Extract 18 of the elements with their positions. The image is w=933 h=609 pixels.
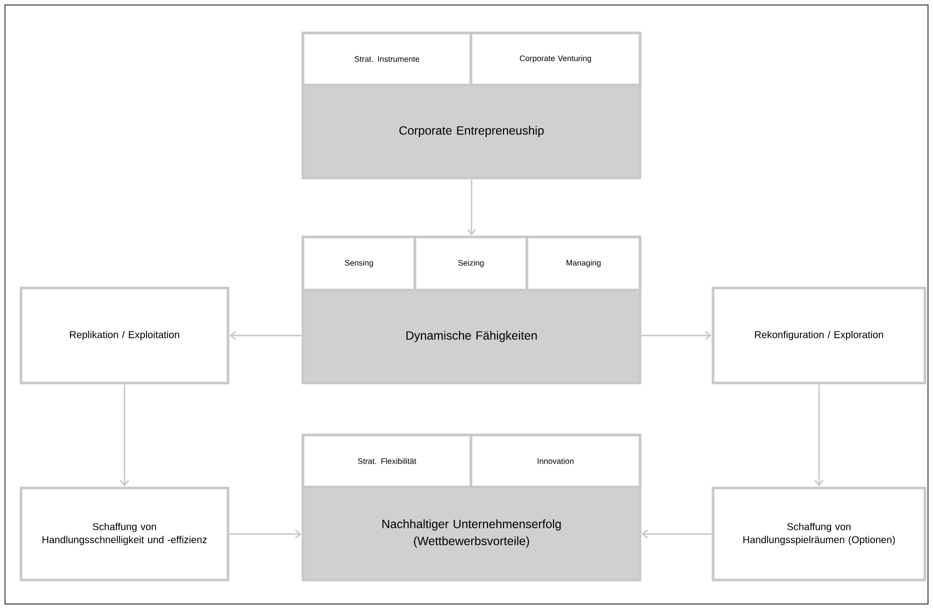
category-cell: Innovation: [470, 434, 642, 488]
arrow: [230, 330, 302, 340]
process-box: Replikation / Exploitation: [20, 286, 230, 384]
process-box: Schaffung von Handlungsspielräumen (Optionen): [712, 486, 926, 582]
arrow: [642, 330, 712, 340]
arrow: [642, 529, 712, 539]
arrow: [230, 529, 302, 539]
category-cell: Sensing: [302, 236, 416, 292]
arrow: [814, 384, 824, 486]
process-box: Schaffung von Handlungsschnelligkeit und -effizienz: [20, 486, 230, 582]
category-cell: Strat. Instrumente: [302, 32, 472, 86]
arrow: [466, 180, 476, 236]
category-cell: Seizing: [414, 236, 528, 292]
category-cell: Managing: [526, 236, 642, 292]
arrow: [120, 384, 130, 486]
process-box: Rekonfiguration / Exploration: [712, 286, 926, 384]
category-cell: Corporate Venturing: [470, 32, 642, 86]
category-cell: Strat. Flexibilität: [302, 434, 472, 488]
